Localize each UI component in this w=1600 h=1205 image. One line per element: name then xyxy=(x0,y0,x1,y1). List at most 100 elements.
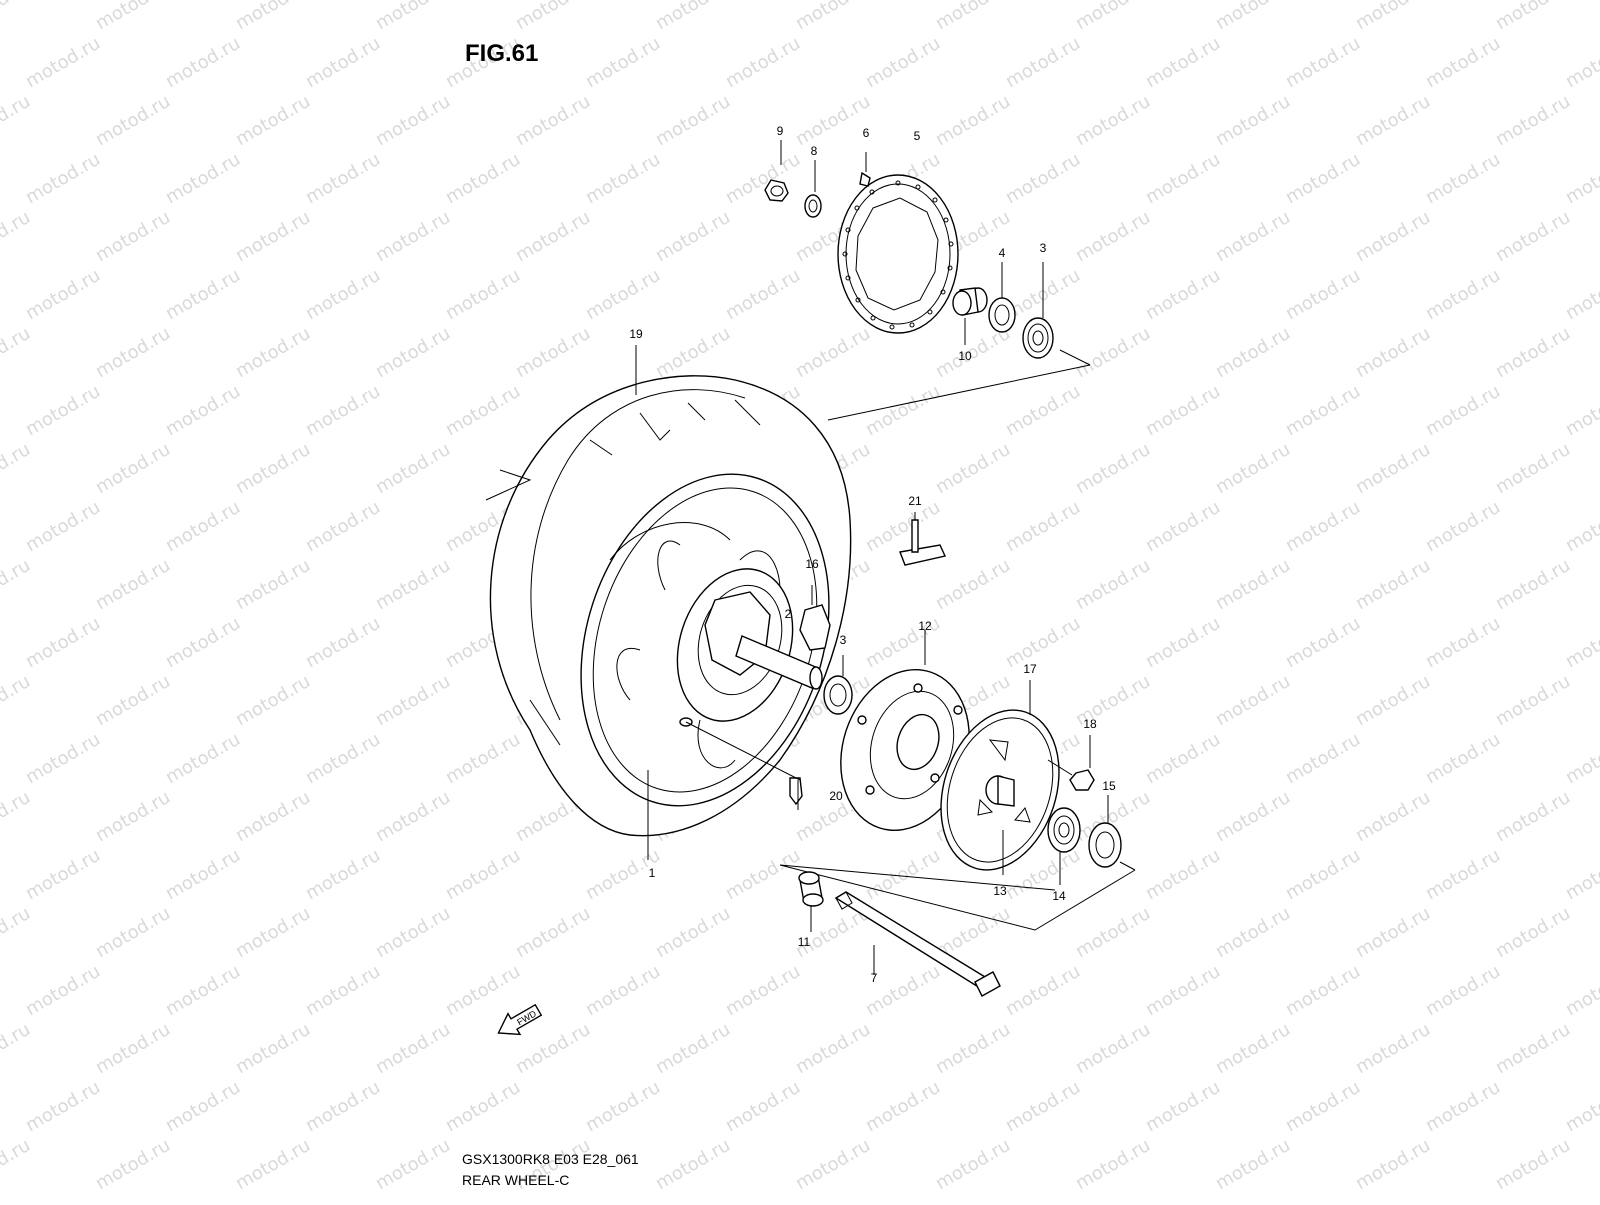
watermark-text: motod.ru xyxy=(1562,1077,1600,1136)
callout-9: 9 xyxy=(777,124,784,138)
watermark-text: motod.ru xyxy=(1002,497,1084,556)
watermark-text: motod.ru xyxy=(1352,903,1434,962)
watermark-text: motod.ru xyxy=(652,0,734,34)
watermark-text: motod.ru xyxy=(1422,613,1504,672)
watermark-text: motod.ru xyxy=(232,1135,314,1194)
callout-7: 7 xyxy=(871,971,878,985)
watermark-text: motod.ru xyxy=(1492,0,1574,34)
watermark-text: motod.ru xyxy=(1282,845,1364,904)
watermark-text: motod.ru xyxy=(1492,555,1574,614)
watermark-text: motod.ru xyxy=(442,845,524,904)
watermark-text: motod.ru xyxy=(1142,961,1224,1020)
watermark-text: motod.ru xyxy=(372,1019,454,1078)
watermark-text: motod.ru xyxy=(1492,323,1574,382)
callout-11: 11 xyxy=(798,935,811,949)
callout-1: 1 xyxy=(649,866,656,880)
watermark-text: motod.ru xyxy=(1282,497,1364,556)
watermark-text: motod.ru xyxy=(722,265,804,324)
watermark-text: motod.ru xyxy=(1492,1019,1574,1078)
watermark-text: motod.ru xyxy=(22,729,104,788)
watermark-text: motod.ru xyxy=(1492,1135,1574,1194)
assembly-line-lower xyxy=(779,861,1136,931)
watermark-text: motod.ru xyxy=(1002,961,1084,1020)
watermark-text: motod.ru xyxy=(302,149,384,208)
watermark-text: motod.ru xyxy=(1072,207,1154,266)
watermark-text: motod.ru xyxy=(1492,439,1574,498)
bearing-part-3-upper xyxy=(1022,262,1054,359)
callout-3-lower: 3 xyxy=(840,633,847,647)
watermark-text: motod.ru xyxy=(22,1077,104,1136)
watermark-text: motod.ru xyxy=(1422,33,1504,92)
watermark-text: motod.ru xyxy=(792,1019,874,1078)
watermark-text: motod.ru xyxy=(22,961,104,1020)
watermark-text: motod.ru xyxy=(1212,439,1294,498)
watermark-text: motod.ru xyxy=(92,323,174,382)
watermark-text: motod.ru xyxy=(1422,729,1504,788)
watermark-text: motod.ru xyxy=(372,207,454,266)
watermark-text: motod.ru xyxy=(302,961,384,1020)
watermark-text: motod.ru xyxy=(302,381,384,440)
spacer-part-11 xyxy=(798,871,824,932)
watermark-text: motod.ru xyxy=(512,207,594,266)
watermark-text: motod.ru xyxy=(92,91,174,150)
assembly-line-upper xyxy=(827,349,1091,421)
watermark-text: motod.ru xyxy=(1352,207,1434,266)
watermark-text: motod.ru xyxy=(22,265,104,324)
watermark-text: motod.ru xyxy=(92,207,174,266)
watermark-text: motod.ru xyxy=(1352,555,1434,614)
callout-15: 15 xyxy=(1102,779,1116,793)
watermark-text: motod.ru xyxy=(0,439,34,498)
watermark-text: motod.ru xyxy=(1142,1077,1224,1136)
watermark-text: motod.ru xyxy=(582,149,664,208)
watermark-text: motod.ru xyxy=(1212,555,1294,614)
watermark-text: motod.ru xyxy=(372,671,454,730)
watermark-text: motod.ru xyxy=(1352,91,1434,150)
callout-19: 19 xyxy=(629,327,643,341)
watermark-text: motod.ru xyxy=(162,613,244,672)
watermark-text: motod.ru xyxy=(932,555,1014,614)
watermark-text: motod.ru xyxy=(1562,613,1600,672)
watermark-text: motod.ru xyxy=(372,555,454,614)
watermark-text: motod.ru xyxy=(1422,381,1504,440)
watermark-text: motod.ru xyxy=(1352,0,1434,34)
watermark-text: motod.ru xyxy=(1072,0,1154,34)
watermark-text: motod.ru xyxy=(1352,323,1434,382)
watermark-text: motod.ru xyxy=(162,729,244,788)
watermark-text: motod.ru xyxy=(0,91,34,150)
watermark-text: motod.ru xyxy=(1072,1019,1154,1078)
nut-part-9 xyxy=(764,140,789,202)
watermark-text: motod.ru xyxy=(1212,903,1294,962)
watermark-text: motod.ru xyxy=(792,0,874,34)
watermark-text: motod.ru xyxy=(652,903,734,962)
watermark-text: motod.ru xyxy=(1002,149,1084,208)
watermark-text: motod.ru xyxy=(0,0,34,34)
watermark-text: motod.ru xyxy=(442,265,524,324)
watermark-text: motod.ru xyxy=(302,845,384,904)
watermark-text: motod.ru xyxy=(1422,265,1504,324)
callout-17: 17 xyxy=(1023,662,1037,676)
watermark-text: motod.ru xyxy=(1072,903,1154,962)
watermark-text: motod.ru xyxy=(512,903,594,962)
watermark-text: motod.ru xyxy=(0,787,34,846)
watermark-text: motod.ru xyxy=(162,33,244,92)
watermark-text: motod.ru xyxy=(512,0,594,34)
watermark-text: motod.ru xyxy=(1562,961,1600,1020)
watermark-text: motod.ru xyxy=(512,323,594,382)
watermark-text: motod.ru xyxy=(1072,91,1154,150)
watermark-text: motod.ru xyxy=(1142,265,1224,324)
watermark-text: motod.ru xyxy=(1352,1019,1434,1078)
axle-part-7 xyxy=(834,891,1001,997)
callout-5: 5 xyxy=(914,129,921,143)
diagram-code: GSX1300RK8 E03 E28_061 xyxy=(462,1151,639,1167)
watermark-text: motod.ru xyxy=(1072,439,1154,498)
watermark-text: motod.ru xyxy=(1002,1077,1084,1136)
watermark-text: motod.ru xyxy=(0,1019,34,1078)
callout-21: 21 xyxy=(908,494,922,508)
watermark-text: motod.ru xyxy=(232,323,314,382)
watermark-text: motod.ru xyxy=(862,845,944,904)
watermark-text: motod.ru xyxy=(1142,497,1224,556)
watermark-text: motod.ru xyxy=(582,265,664,324)
callout-12: 12 xyxy=(918,619,932,633)
watermark-text: motod.ru xyxy=(1352,1135,1434,1194)
